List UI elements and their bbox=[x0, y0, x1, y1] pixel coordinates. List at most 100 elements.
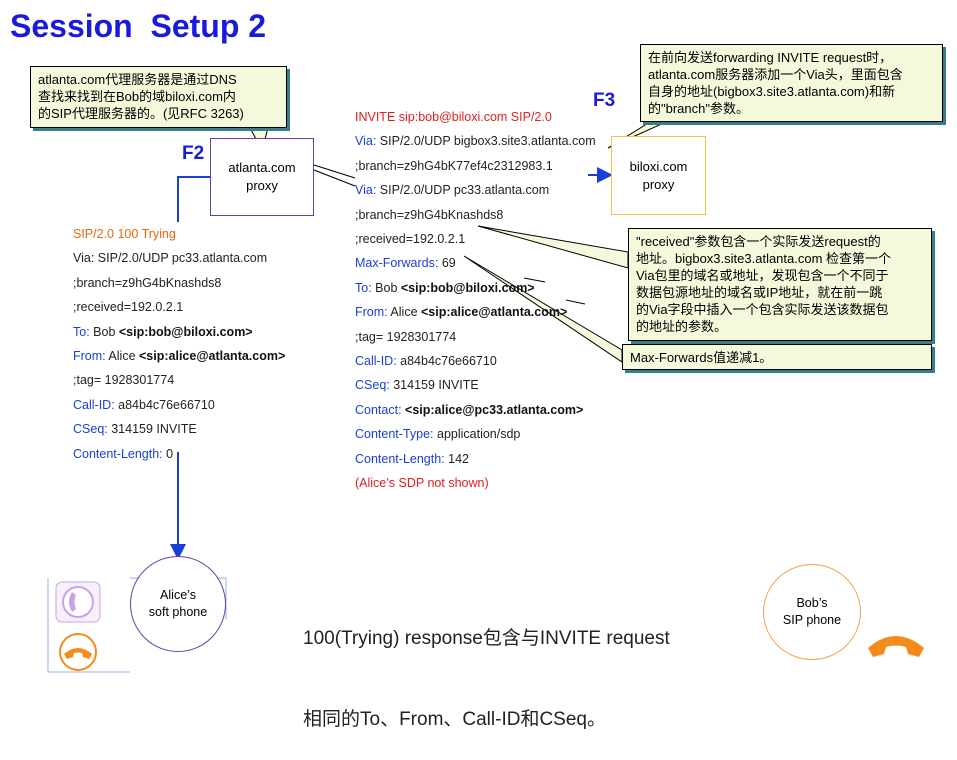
summary-text: 100(Trying) response包含与INVITE request 相同… bbox=[303, 571, 670, 760]
to-header: To: Bob <sip:bob@biloxi.com> bbox=[355, 276, 596, 300]
via-header: Via: SIP/2.0/UDP pc33.atlanta.com bbox=[73, 246, 285, 270]
header-key: Content-Length: bbox=[355, 451, 445, 466]
header-key: Via: bbox=[355, 183, 377, 198]
call-id-header: Call-ID: a84b4c76e66710 bbox=[73, 393, 285, 417]
received-param: ;received=192.0.2.1 bbox=[73, 300, 184, 315]
tag-param: ;tag= 1928301774 bbox=[355, 329, 457, 344]
note-line: 的地址的参数。 bbox=[636, 319, 728, 334]
note-line: 的"branch"参数。 bbox=[648, 101, 749, 116]
note-line: 地址。bigbox3.site3.atlanta.com 检查第一个 bbox=[636, 251, 892, 266]
note-line: 自身的地址(bigbox3.site3.atlanta.com)和新 bbox=[648, 84, 896, 99]
header-key: Content-Length: bbox=[73, 446, 163, 461]
header-uri: <sip:alice@atlanta.com> bbox=[421, 305, 568, 320]
header-uri: <sip:alice@pc33.atlanta.com> bbox=[401, 402, 584, 417]
header-value: Bob bbox=[371, 280, 401, 295]
via-header: Via: SIP/2.0/UDP pc33.atlanta.com bbox=[355, 178, 596, 202]
status-line: SIP/2.0 100 Trying bbox=[73, 227, 176, 241]
received-param-note: "received"参数包含一个实际发送request的 地址。bigbox3.… bbox=[628, 228, 932, 341]
note-line: Via包里的域名或地址，发现包含一个不同于 bbox=[636, 268, 889, 283]
tag-param: ;tag= 1928301774 bbox=[73, 373, 175, 388]
header-key: Via: bbox=[355, 134, 377, 149]
header-value: SIP/2.0/UDP bigbox3.site3.atlanta.com bbox=[376, 134, 596, 149]
proxy-name: biloxi.com bbox=[629, 158, 688, 174]
header-key: Via: bbox=[73, 251, 95, 266]
header-key: From: bbox=[355, 305, 388, 320]
header-key: Contact: bbox=[355, 402, 402, 417]
node-label: soft phone bbox=[148, 605, 208, 619]
max-forwards-header: Max-Forwards: 69 bbox=[355, 251, 596, 275]
header-key: Call-ID: bbox=[73, 397, 115, 412]
from-header: From: Alice <sip:alice@atlanta.com> bbox=[355, 300, 596, 324]
f2-response-arrow bbox=[177, 176, 210, 222]
note-line: "received"参数包含一个实际发送request的 bbox=[636, 234, 881, 249]
note-line: 的Via字段中插入一个包含实际发送该数据包 bbox=[636, 302, 889, 317]
header-value: Alice bbox=[387, 305, 421, 320]
node-label: SIP phone bbox=[782, 613, 842, 627]
content-length-header: Content-Length: 142 bbox=[355, 447, 596, 471]
node-label: Alice’s bbox=[160, 588, 196, 602]
purple-phone-icon bbox=[55, 581, 101, 623]
request-line: INVITE sip:bob@biloxi.com SIP/2.0 bbox=[355, 110, 552, 124]
header-value: SIP/2.0/UDP pc33.atlanta.com bbox=[376, 183, 550, 198]
branch-param: ;branch=z9hG4bKnashds8 bbox=[73, 275, 222, 290]
header-key: Max-Forwards: bbox=[355, 256, 439, 271]
bob-sip-phone-node: Bob’s SIP phone bbox=[763, 564, 861, 660]
content-length-header: Content-Length: 0 bbox=[73, 442, 285, 466]
header-key: CSeq: bbox=[355, 378, 390, 393]
header-key: To: bbox=[73, 324, 90, 339]
to-header: To: Bob <sip:bob@biloxi.com> bbox=[73, 320, 285, 344]
proxy-role: proxy bbox=[642, 176, 675, 192]
header-value: 314159 INVITE bbox=[389, 378, 479, 393]
header-value: SIP/2.0/UDP pc33.atlanta.com bbox=[94, 251, 268, 266]
header-value: 142 bbox=[444, 451, 469, 466]
biloxi-proxy-box: biloxi.com proxy bbox=[611, 136, 706, 215]
dns-lookup-note: atlanta.com代理服务器是通过DNS 查找来找到在Bob的域biloxi… bbox=[30, 66, 287, 128]
header-value: application/sdp bbox=[433, 427, 521, 442]
atlanta-proxy-link bbox=[313, 164, 356, 179]
f2-label: F2 bbox=[182, 143, 205, 164]
note-line: atlanta.com代理服务器是通过DNS bbox=[38, 72, 237, 87]
header-value: Bob bbox=[89, 324, 119, 339]
header-uri: <sip:bob@biloxi.com> bbox=[400, 280, 535, 295]
alice-soft-phone-node: Alice’s soft phone bbox=[130, 556, 226, 652]
slide-title: Session Setup 2 bbox=[10, 8, 267, 44]
header-value: 314159 INVITE bbox=[107, 422, 197, 437]
contact-header: Contact: <sip:alice@pc33.atlanta.com> bbox=[355, 398, 596, 422]
summary-line: 相同的To、From、Call-ID和CSeq。 bbox=[303, 709, 606, 730]
call-id-header: Call-ID: a84b4c76e66710 bbox=[355, 349, 596, 373]
node-label: Bob’s bbox=[796, 596, 828, 610]
note-line: 在前向发送forwarding INVITE request时， bbox=[648, 50, 893, 65]
from-pointer bbox=[565, 299, 586, 305]
branch-param: ;branch=z9hG4bKnashds8 bbox=[355, 207, 504, 222]
from-header: From: Alice <sip:alice@atlanta.com> bbox=[73, 344, 285, 368]
atlanta-proxy-box: atlanta.com proxy bbox=[210, 138, 314, 216]
note-line: atlanta.com服务器添加一个Via头，里面包含 bbox=[648, 67, 903, 82]
f3-label: F3 bbox=[593, 90, 616, 111]
header-key: Content-Type: bbox=[355, 427, 434, 442]
summary-line: 100(Trying) response包含与INVITE request bbox=[303, 628, 670, 649]
proxy-role: proxy bbox=[246, 178, 278, 193]
header-value: a84b4c76e66710 bbox=[114, 397, 215, 412]
header-value: a84b4c76e66710 bbox=[396, 354, 497, 369]
sdp-note: (Alice’s SDP not shown) bbox=[355, 476, 489, 491]
to-pointer bbox=[523, 277, 546, 283]
via-header: Via: SIP/2.0/UDP bigbox3.site3.atlanta.c… bbox=[355, 129, 596, 153]
header-uri: <sip:alice@atlanta.com> bbox=[139, 349, 286, 364]
header-value: 0 bbox=[162, 446, 174, 461]
orange-phone-icon-bob bbox=[868, 636, 924, 657]
header-key: To: bbox=[355, 280, 372, 295]
received-param: ;received=192.0.2.1 bbox=[355, 232, 466, 247]
content-type-header: Content-Type: application/sdp bbox=[355, 422, 596, 446]
orange-phone-icon-alice bbox=[59, 633, 97, 671]
header-value: Alice bbox=[105, 349, 139, 364]
max-forwards-note: Max-Forwards值递减1。 bbox=[622, 344, 932, 370]
header-value: 69 bbox=[438, 256, 456, 271]
atlanta-proxy-link-2 bbox=[313, 169, 356, 187]
note-line: 数据包源地址的域名或IP地址，就在前一跳 bbox=[636, 285, 883, 300]
header-key: From: bbox=[73, 349, 106, 364]
header-key: CSeq: bbox=[73, 422, 108, 437]
branch-param: ;branch=z9hG4bK77ef4c2312983.1 bbox=[355, 158, 553, 173]
via-header-note: 在前向发送forwarding INVITE request时， atlanta… bbox=[640, 44, 943, 122]
